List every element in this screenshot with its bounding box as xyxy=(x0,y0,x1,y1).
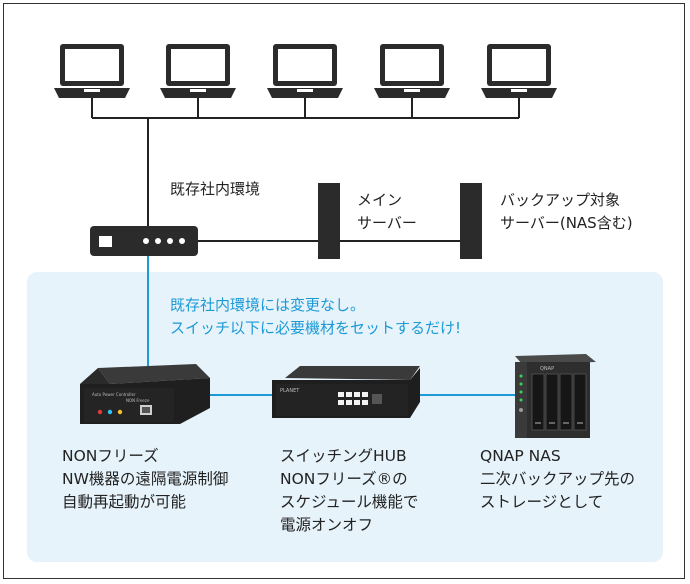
svg-text:PLANET: PLANET xyxy=(280,388,300,394)
switching-hub-title: スイッチングHUB xyxy=(280,447,407,465)
office-environment-label: 既存社内環境 xyxy=(170,180,261,198)
svg-text:NON Freeze: NON Freeze xyxy=(126,398,150,403)
qnap-nas-desc-1: 二次バックアップ先の xyxy=(480,470,636,488)
qnap-nas-title: QNAP NAS xyxy=(480,447,561,465)
note-line2: スイッチ以下に必要機材をセットするだけ! xyxy=(170,319,462,337)
laptop-icon xyxy=(374,44,450,98)
main-server-icon xyxy=(318,183,340,259)
laptop-icon xyxy=(54,44,130,98)
non-freeze-desc-2: 自動再起動が可能 xyxy=(62,493,187,511)
backup-server-label-line2: サーバー(NAS含む) xyxy=(500,214,633,232)
laptop-icon xyxy=(160,44,236,98)
qnap-nas-desc-2: ストレージとして xyxy=(480,493,604,511)
switching-hub-icon: PLANET xyxy=(272,366,420,418)
switching-hub-desc-2: スケジュール機能で xyxy=(280,493,419,511)
laptop-group xyxy=(54,44,557,98)
non-freeze-device-icon: Auto Power Controller NON Freeze xyxy=(80,364,210,424)
qnap-nas-icon: QNAP xyxy=(515,354,596,438)
non-freeze-desc-1: NW機器の遠隔電源制御 xyxy=(62,470,229,488)
main-server-label-line1: メイン xyxy=(357,191,403,209)
laptop-icon xyxy=(481,44,557,98)
switching-hub-desc-3: 電源オンオフ xyxy=(280,516,374,534)
laptop-icon xyxy=(267,44,343,98)
existing-network-wires xyxy=(91,98,520,242)
non-freeze-title: NONフリーズ xyxy=(62,447,159,465)
note-line1: 既存社内環境には変更なし。 xyxy=(170,296,366,314)
svg-text:QNAP: QNAP xyxy=(540,366,554,372)
switching-hub-desc-1: NONフリーズ®の xyxy=(280,470,408,488)
svg-text:Auto Power Controller: Auto Power Controller xyxy=(92,392,136,397)
backup-server-icon xyxy=(460,183,482,259)
router-icon xyxy=(90,226,198,256)
main-server-label-line2: サーバー xyxy=(357,214,417,232)
backup-server-label-line1: バックアップ対象 xyxy=(500,191,621,209)
